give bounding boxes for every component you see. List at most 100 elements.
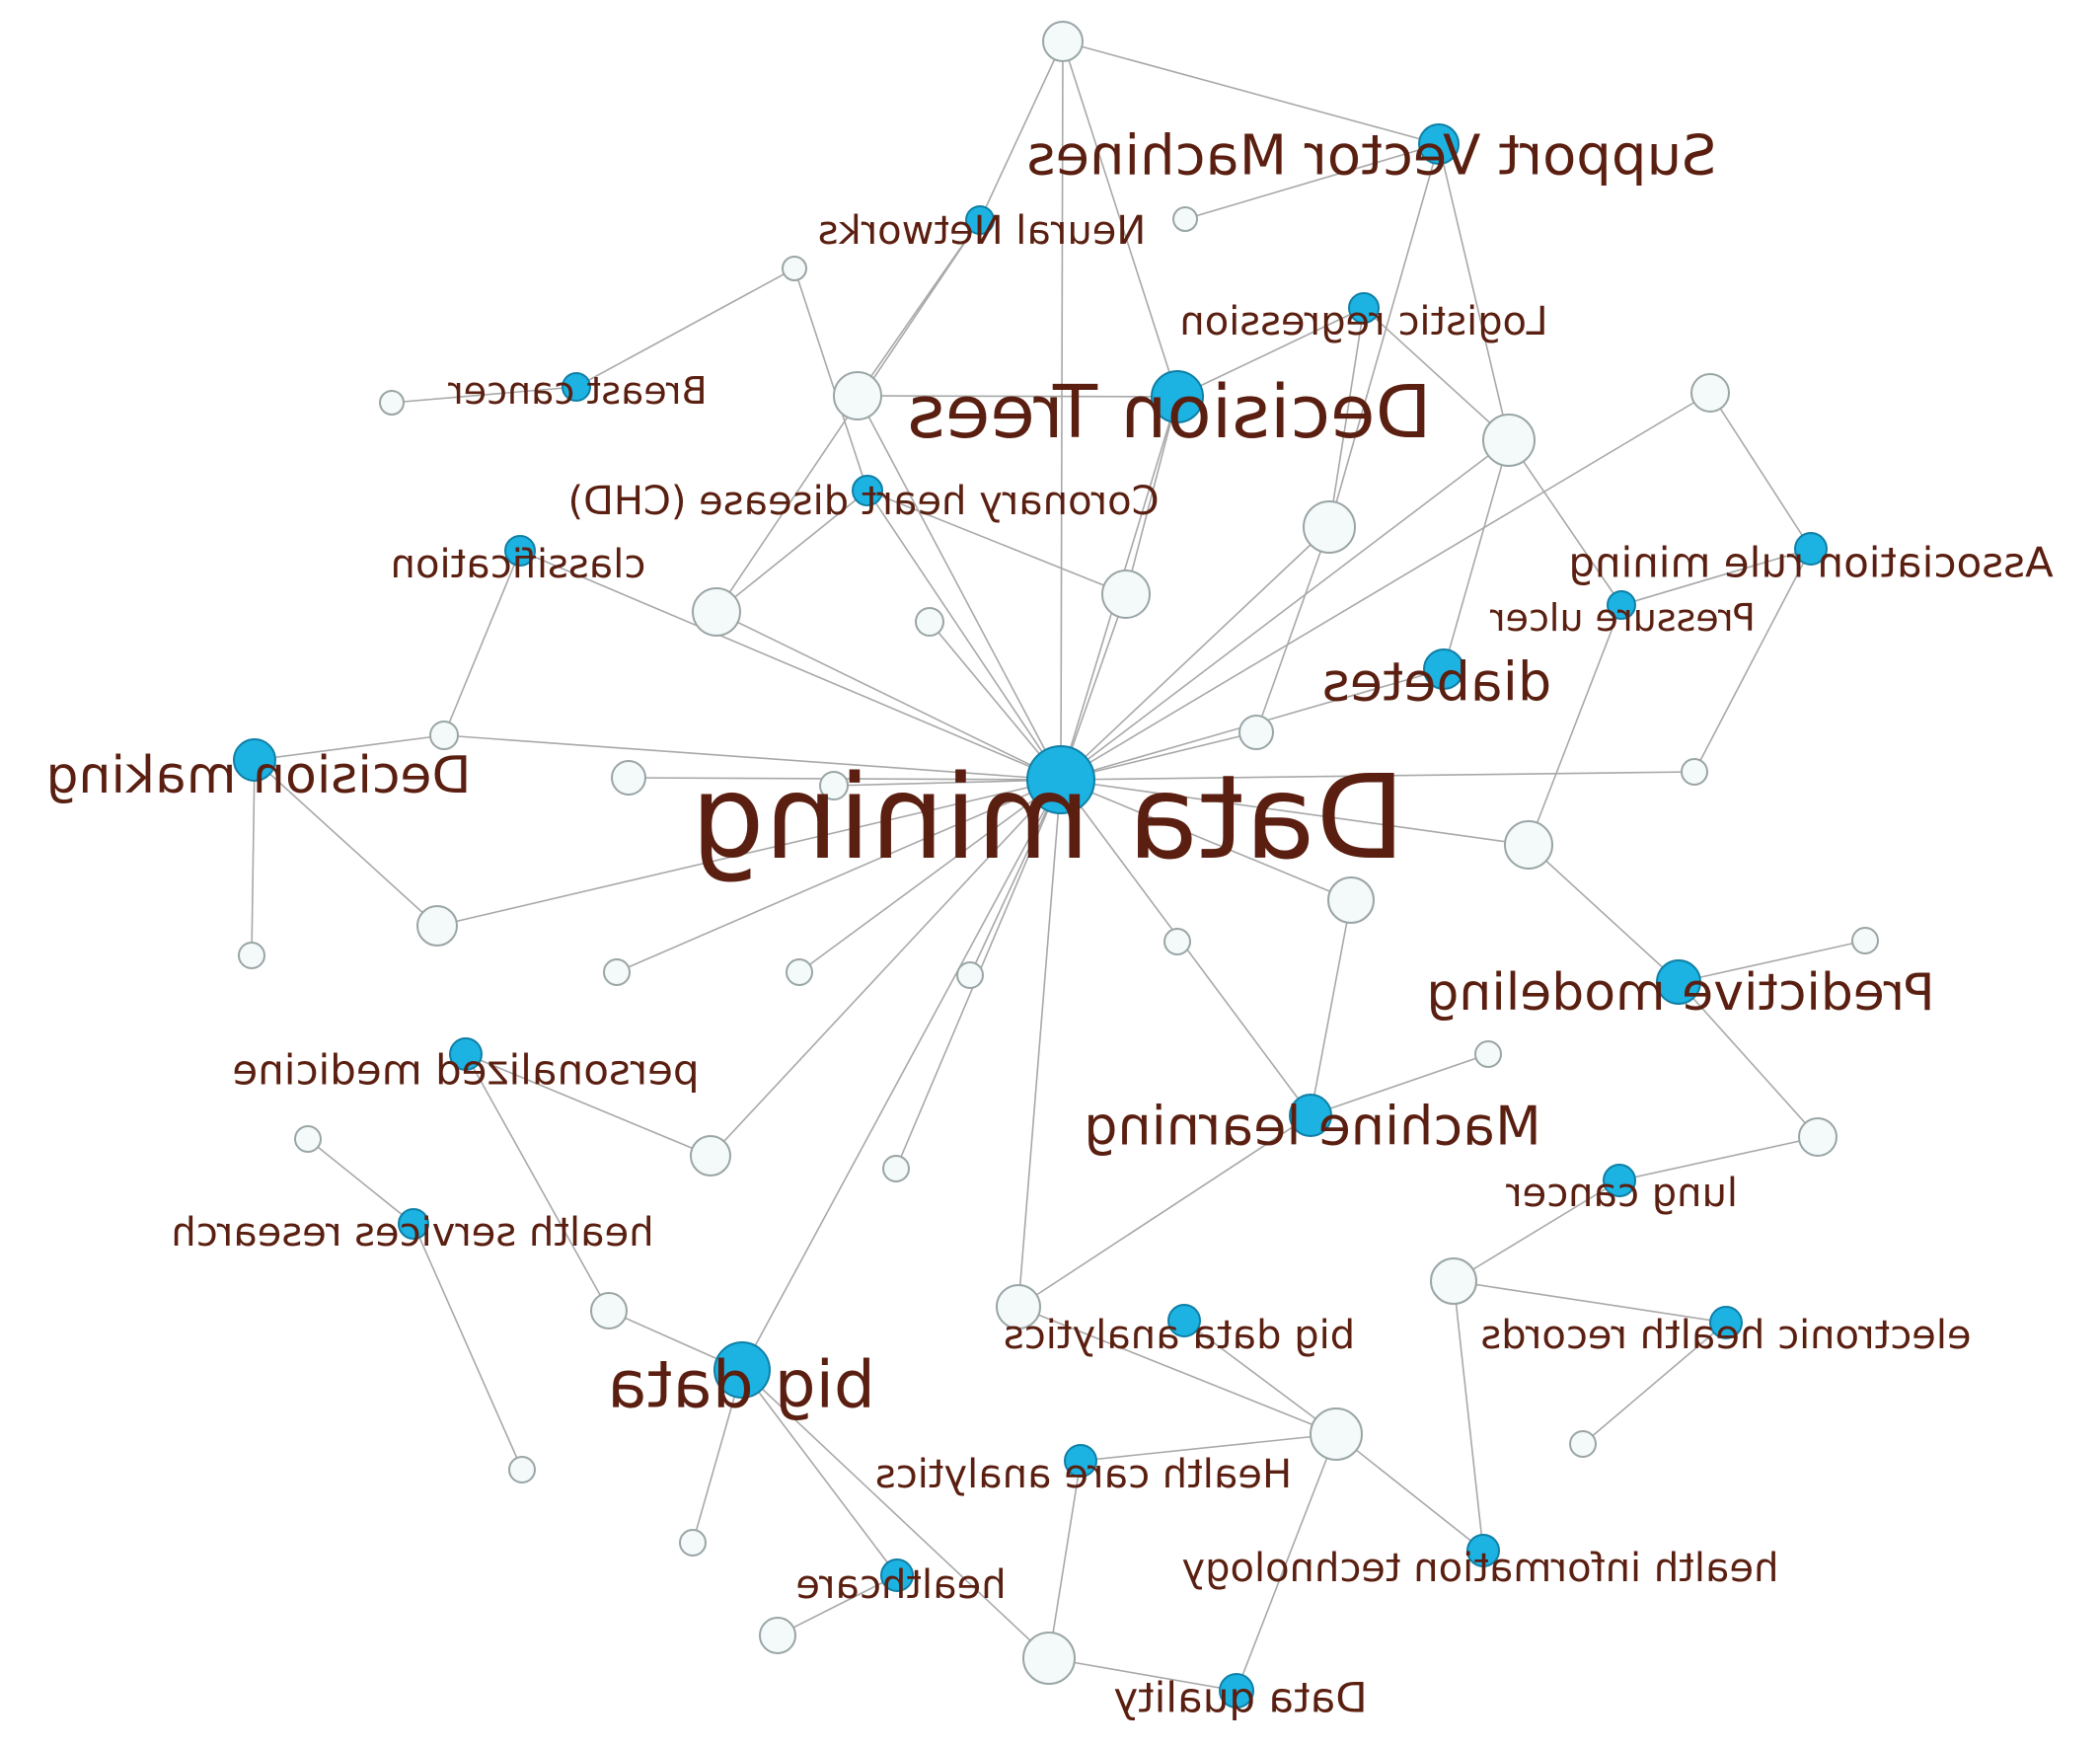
label-predictive-modeling: Predictive modeling bbox=[1426, 963, 1934, 1023]
network-nodes bbox=[233, 21, 1879, 1709]
connector-node-w4 bbox=[379, 390, 405, 416]
keyword-node-dm bbox=[1026, 745, 1095, 814]
edge-w1-dt bbox=[1062, 40, 1178, 398]
edge-dmk-w19 bbox=[254, 759, 438, 927]
edge-w5-dt bbox=[857, 395, 1178, 398]
label-data-mining: Data mining bbox=[691, 749, 1405, 885]
edge-arm-w14 bbox=[1693, 548, 1812, 773]
edge-arm-pu bbox=[1620, 548, 1812, 606]
edge-hca-w39 bbox=[1048, 1460, 1082, 1659]
label-logistic-regression: Logistic regression bbox=[1179, 299, 1547, 344]
edge-w34-hca bbox=[1080, 1433, 1337, 1462]
edge-w31-hit bbox=[1453, 1280, 1484, 1552]
network-labels: Data mining Decision Trees Support Vecto… bbox=[46, 124, 2054, 1722]
edge-ml-w26 bbox=[1310, 1053, 1489, 1116]
edge-dm-w33 bbox=[1017, 779, 1062, 1308]
edge-dm-w21 bbox=[616, 779, 1062, 973]
edge-chd-w9 bbox=[715, 490, 868, 613]
edge-w29-lc bbox=[1618, 1136, 1819, 1181]
edge-lr-w6 bbox=[1363, 307, 1510, 441]
edge-w34-dq bbox=[1236, 1433, 1337, 1692]
label-electronic-health-records: electronic health records bbox=[1480, 1313, 1971, 1358]
edge-w6-dia bbox=[1443, 439, 1510, 670]
connector-node-w34 bbox=[1310, 1407, 1363, 1461]
edge-chd-w10 bbox=[866, 490, 1127, 595]
connector-node-w39 bbox=[1022, 1632, 1076, 1685]
keyword-node-lr bbox=[1348, 292, 1380, 324]
edge-w1-svm bbox=[1062, 40, 1440, 145]
edge-hc-w38 bbox=[777, 1574, 898, 1636]
edge-dm-w14 bbox=[1060, 771, 1695, 781]
edge-pm-w29 bbox=[1678, 981, 1819, 1138]
connector-node-w31 bbox=[1430, 1257, 1477, 1305]
label-pressure-ulcer: Pressure ulcer bbox=[1490, 596, 1756, 640]
edge-w7-arm bbox=[1709, 392, 1812, 550]
connector-node-w7 bbox=[1690, 373, 1730, 413]
edge-w31-ehr bbox=[1453, 1280, 1727, 1324]
label-machine-learning: Machine learning bbox=[1084, 1096, 1541, 1158]
edge-svm-w6 bbox=[1438, 143, 1510, 441]
keyword-node-pm bbox=[1656, 959, 1701, 1005]
edge-w34-hit bbox=[1335, 1433, 1484, 1552]
edge-pmed-w28 bbox=[465, 1053, 712, 1157]
label-diabetes: diabetes bbox=[1322, 651, 1551, 714]
edge-bd-w37 bbox=[692, 1369, 743, 1544]
edge-dm-w8 bbox=[1060, 526, 1330, 781]
keyword-node-ml bbox=[1289, 1094, 1332, 1137]
edge-pu-w17 bbox=[1528, 604, 1622, 846]
connector-node-w19 bbox=[416, 905, 458, 947]
edge-dm-w28 bbox=[710, 779, 1062, 1157]
label-health-services-research: health services research bbox=[171, 1210, 653, 1255]
connector-node-w14 bbox=[1681, 758, 1708, 786]
keyword-node-dt bbox=[1151, 370, 1204, 423]
keyword-node-hsr bbox=[398, 1208, 429, 1240]
edge-bc-w3 bbox=[575, 267, 795, 388]
connector-node-w26 bbox=[1474, 1040, 1502, 1068]
connector-node-w1 bbox=[1042, 21, 1084, 62]
connector-node-w27 bbox=[294, 1125, 322, 1153]
edge-lc-w31 bbox=[1453, 1179, 1620, 1282]
connector-node-w22 bbox=[786, 958, 813, 986]
label-health-information-technology: health information technology bbox=[1181, 1546, 1778, 1591]
edge-w6-pu bbox=[1508, 439, 1622, 606]
keyword-node-lc bbox=[1603, 1164, 1636, 1197]
edge-ehr-w35 bbox=[1582, 1322, 1727, 1445]
edge-w1-nn bbox=[979, 40, 1064, 221]
edge-w18-ml bbox=[1310, 899, 1352, 1116]
label-decision-trees: Decision Trees bbox=[907, 370, 1431, 455]
edge-dm-w17 bbox=[1060, 779, 1530, 846]
label-association-rule-mining: Association rule mining bbox=[1568, 539, 2053, 587]
connector-node-w17 bbox=[1504, 820, 1553, 870]
connector-node-w28 bbox=[690, 1135, 731, 1177]
edge-dm-w16 bbox=[833, 779, 1062, 787]
connector-node-w12 bbox=[429, 721, 459, 750]
edge-w33-w34 bbox=[1017, 1306, 1337, 1435]
edge-dm-chd bbox=[866, 490, 1062, 781]
edge-dt-w10 bbox=[1125, 396, 1178, 595]
edge-w4-bc bbox=[391, 386, 577, 404]
keyword-node-hc bbox=[880, 1558, 914, 1592]
connector-node-w23 bbox=[956, 961, 984, 989]
label-neural-networks: Neural Networks bbox=[818, 208, 1147, 254]
connector-node-w18 bbox=[1327, 876, 1375, 924]
edge-bd-w39 bbox=[741, 1369, 1050, 1659]
connector-node-w25 bbox=[1851, 927, 1879, 954]
keyword-node-bc bbox=[562, 372, 591, 402]
keyword-node-pu bbox=[1607, 590, 1636, 620]
connector-node-w36 bbox=[508, 1456, 536, 1483]
keyword-node-dmk bbox=[233, 738, 276, 782]
connector-node-w29 bbox=[1798, 1117, 1838, 1157]
connector-node-w8 bbox=[1303, 500, 1356, 554]
keyword-node-hit bbox=[1466, 1534, 1500, 1567]
keyword-node-svm bbox=[1418, 123, 1460, 165]
edge-pmed-w32 bbox=[465, 1053, 610, 1312]
network-edges bbox=[251, 40, 1866, 1692]
label-big-data: big data bbox=[607, 1347, 875, 1423]
edge-dm-w5 bbox=[857, 395, 1062, 781]
edge-dm-cls bbox=[519, 550, 1062, 781]
connector-node-w24 bbox=[1163, 928, 1191, 955]
keyword-node-cls bbox=[504, 535, 536, 567]
edge-dt-lr bbox=[1176, 307, 1365, 398]
label-healthcare: healthcare bbox=[795, 1562, 1006, 1608]
edge-dm-w9 bbox=[715, 611, 1062, 781]
